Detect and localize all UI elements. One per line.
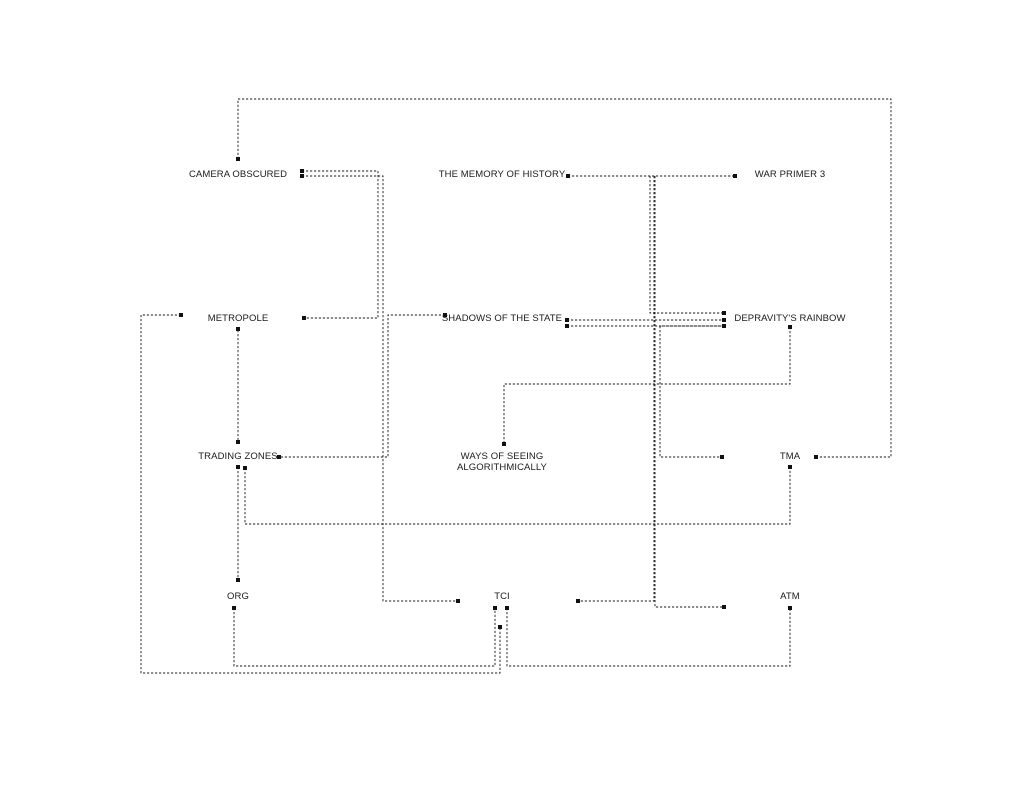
port-tma-right [814,455,818,459]
edge-camera-tci [302,175,458,602]
port-camera-right-a [300,169,304,173]
port-metropole-left [179,313,183,317]
port-tci-bottom-a [493,606,497,610]
node-labels: CAMERA OBSCURED THE MEMORY OF HISTORY WA… [189,169,846,602]
edge-tci-atm [506,608,791,667]
port-metropole-right [302,316,306,320]
port-trading-top [236,440,240,444]
edge-depravity-tma [659,325,724,458]
port-org-top [236,578,240,582]
connectors [140,98,892,674]
port-trading-bottom-b [243,466,247,470]
port-depravity-bottom [788,325,792,329]
node-metropole: METROPOLE [208,313,269,324]
edge-memory-tci [578,176,655,602]
port-war-left [733,174,737,178]
edge-war-atm [654,176,724,608]
port-tma-bottom [788,465,792,469]
node-war-primer-3: WAR PRIMER 3 [755,169,826,180]
node-the-memory-of-history: THE MEMORY OF HISTORY [439,169,566,180]
port-tci-bottom-c [498,625,502,629]
port-shadows-right-b [565,324,569,328]
node-ways-of-seeing-line1: WAYS OF SEEING [461,451,544,462]
edge-memory-depravity [649,176,724,314]
edge-depravity-ways [503,327,791,444]
port-org-bottom [232,606,236,610]
edge-org-tci [233,608,496,667]
node-camera-obscured: CAMERA OBSCURED [189,169,287,180]
port-metropole-bottom [236,327,240,331]
port-tci-right [576,599,580,603]
edge-camera-tma [237,98,892,458]
port-atm-bottom [788,606,792,610]
ports [179,157,818,629]
port-depravity-left-a [722,311,726,315]
edge-shadows-trading [279,314,445,458]
port-shadows-right-a [565,318,569,322]
port-depravity-left-b [722,318,726,322]
node-ways-of-seeing-line2: ALGORITHMICALLY [457,462,548,473]
node-tma: TMA [780,451,801,462]
port-camera-top [236,157,240,161]
node-tci: TCI [494,591,510,602]
port-shadows-left [443,313,447,317]
port-atm-left [722,605,726,609]
edge-camera-metropole [302,170,379,319]
port-tma-left [720,455,724,459]
node-atm: ATM [780,591,800,602]
node-depravitys-rainbow: DEPRAVITY'S RAINBOW [734,313,845,324]
node-trading-zones: TRADING ZONES [198,451,277,462]
port-trading-right [277,455,281,459]
port-tci-left [456,599,460,603]
edge-metropole-tci [140,314,501,674]
node-shadows-of-the-state: SHADOWS OF THE STATE [442,313,562,324]
node-org: ORG [227,591,249,602]
port-camera-right-b [300,174,304,178]
port-tci-bottom-b [505,606,509,610]
port-memory-right [566,174,570,178]
edge-trading-tma [244,467,791,525]
port-depravity-left-c [722,324,726,328]
port-ways-top [502,442,506,446]
port-trading-bottom-a [236,465,240,469]
